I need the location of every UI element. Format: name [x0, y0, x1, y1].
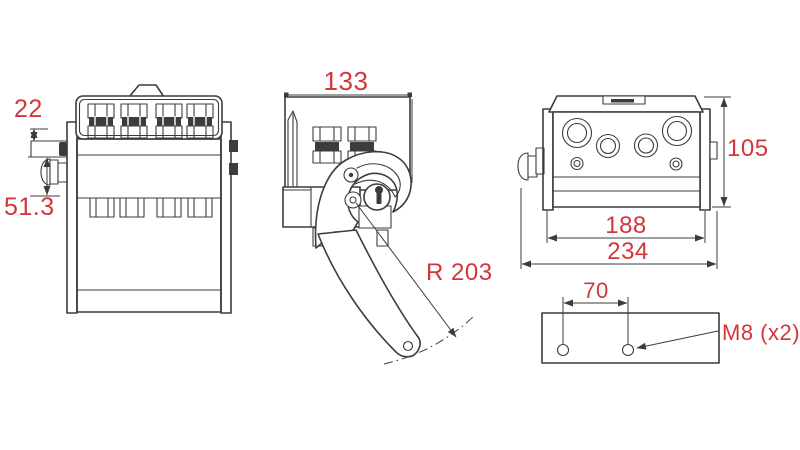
front-left-plate	[66, 121, 78, 314]
m8-hole-right	[621, 343, 635, 357]
dimension-133: 133	[324, 66, 369, 96]
dimension-r203: R 203	[426, 259, 493, 286]
front-dimension-lines	[28, 128, 60, 197]
lever-end-hole	[402, 340, 414, 352]
front-side-block-top	[229, 140, 238, 152]
hook-slot	[354, 163, 401, 198]
front-view	[28, 84, 238, 314]
dimension-105: 105	[727, 135, 769, 162]
side-edge-strip	[287, 110, 298, 191]
back-knob	[517, 147, 545, 181]
front-body	[76, 138, 222, 313]
back-ports	[561, 115, 693, 171]
front-lower-fittings	[89, 197, 213, 218]
dimension-22: 22	[14, 95, 43, 123]
radius-leader-line	[355, 202, 457, 338]
dimension-m8: M8 (x2)	[722, 320, 800, 345]
side-dimension-lines	[284, 92, 413, 183]
front-knob-cap	[40, 158, 51, 186]
port-small-left	[570, 156, 584, 171]
dimension-188: 188	[605, 212, 647, 239]
back-dimension-lines	[520, 96, 731, 269]
port-small-right	[669, 157, 683, 171]
port-mid-left	[595, 133, 621, 159]
side-view	[282, 92, 475, 365]
dimension-234: 234	[607, 238, 649, 265]
port-mid-right	[633, 133, 659, 158]
bottom-dimension-lines	[562, 297, 719, 350]
m8-hole-left	[556, 343, 570, 357]
bottom-view	[541, 297, 720, 364]
front-left-fitting	[30, 140, 68, 186]
port-large-left	[561, 117, 593, 149]
dimension-51-3: 51.3	[4, 193, 55, 221]
back-right-tab	[709, 141, 718, 160]
m8-leader-line	[636, 330, 719, 350]
bottom-mounting-plate	[541, 312, 720, 364]
back-body	[552, 111, 701, 208]
release-lever	[317, 229, 421, 358]
cam-key-pin	[375, 186, 383, 204]
front-side-block-bottom	[229, 163, 238, 175]
back-view	[517, 95, 731, 269]
dimension-labels: 22 51.3 133 R 203 105 188 234 70 M8 (x2)	[4, 66, 800, 345]
pivot-lower	[344, 191, 362, 209]
dimension-70: 70	[583, 278, 608, 303]
back-right-plate	[699, 108, 711, 211]
port-large-right	[661, 115, 693, 147]
